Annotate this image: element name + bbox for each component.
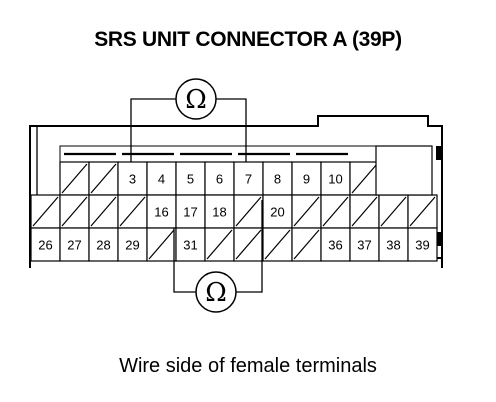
- terminal-number: 4: [158, 172, 165, 187]
- terminal-number: 39: [415, 238, 429, 253]
- terminal-number: 7: [245, 172, 252, 187]
- unused-cavity-slash: [380, 196, 407, 227]
- terminal-number: 31: [183, 238, 197, 253]
- terminal-number: 20: [270, 205, 284, 220]
- unused-cavity-slash: [119, 196, 146, 227]
- unused-cavity-slash: [322, 196, 349, 227]
- pin-grid: 3 4 5 6 7 8 9 10 16 17 18 20 26 27 28 29 31 36 37 38 39: [30, 145, 438, 262]
- unused-cavity-slash: [351, 196, 378, 227]
- terminal-cavity: [175, 227, 206, 262]
- terminal-cavity: [407, 227, 438, 262]
- terminal-cavity: [291, 161, 322, 196]
- bottom-meter-leads: [173, 200, 263, 293]
- diagram-caption: Wire side of female terminals: [119, 355, 377, 377]
- unused-cavity-slash: [61, 163, 88, 194]
- terminal-cavity: [146, 194, 177, 229]
- ohmmeter-icon: [195, 271, 237, 313]
- unused-cavity-slash: [293, 196, 320, 227]
- terminal-number: 18: [212, 205, 226, 220]
- unused-cavity-slash: [90, 163, 117, 194]
- terminal-number: 3: [129, 172, 136, 187]
- unused-cavity-slash: [90, 196, 117, 227]
- bottom-ohm-symbol: Ω: [205, 278, 227, 308]
- terminal-number: 36: [328, 238, 342, 253]
- terminal-cavity: [320, 161, 351, 196]
- terminal-cavity: [378, 227, 409, 262]
- open-compartment: [375, 145, 433, 196]
- terminal-cavity: [117, 227, 148, 262]
- ohmmeter-icon: [175, 78, 217, 120]
- terminal-number: 10: [328, 172, 342, 187]
- terminal-number: 16: [154, 205, 168, 220]
- unused-cavity-slash: [293, 229, 320, 260]
- terminal-number: 17: [183, 205, 197, 220]
- top-meter-leads: [130, 98, 247, 162]
- unused-cavity-slash: [148, 229, 175, 260]
- terminal-number: 6: [216, 172, 223, 187]
- terminal-cavity: [146, 161, 177, 196]
- top-ohm-symbol: Ω: [185, 85, 207, 115]
- terminal-number: 8: [274, 172, 281, 187]
- terminal-number: 9: [303, 172, 310, 187]
- unused-cavity-slash: [235, 196, 262, 227]
- bottom-ohmmeter: Ω: [195, 271, 237, 313]
- terminal-number: 29: [125, 238, 139, 253]
- terminal-cavity: [262, 161, 293, 196]
- terminal-number: 26: [38, 238, 52, 253]
- unused-cavity-slash: [351, 163, 378, 194]
- unused-cavity-slash: [206, 229, 233, 260]
- unused-cavity-slash: [235, 229, 262, 260]
- unused-cavity-slash: [61, 196, 88, 227]
- terminal-number: 5: [187, 172, 194, 187]
- terminal-number: 28: [96, 238, 110, 253]
- unused-cavity-slash: [32, 196, 59, 227]
- terminal-number: 37: [357, 238, 371, 253]
- terminal-number: 38: [386, 238, 400, 253]
- diagram-title: SRS UNIT CONNECTOR A (39P): [94, 28, 402, 51]
- unused-cavity-slash: [264, 229, 291, 260]
- terminal-number: 27: [67, 238, 81, 253]
- terminal-cavity: [59, 227, 90, 262]
- top-ohmmeter: Ω: [175, 78, 217, 120]
- unused-cavity-slash: [409, 196, 436, 227]
- terminal-cavity: [88, 227, 119, 262]
- terminal-cavity: [204, 161, 235, 196]
